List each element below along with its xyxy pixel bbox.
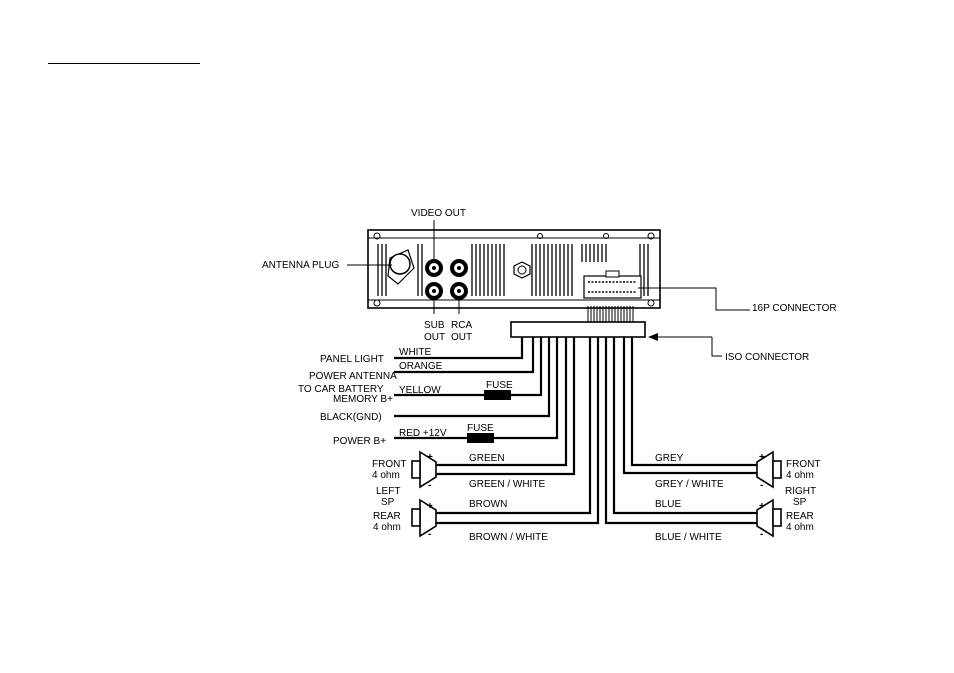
iso-connector-block: [510, 321, 646, 338]
grey-white-wire-label: GREY / WHITE: [655, 479, 724, 490]
power-antenna-label: POWER ANTENNA: [309, 371, 397, 382]
left-front-speaker-icon: [411, 450, 437, 489]
green-wire-label: GREEN: [469, 453, 505, 464]
memory-b-label: MEMORY B+: [333, 394, 393, 405]
harness-bundle: [587, 306, 634, 322]
fuse-label-1: FUSE: [486, 380, 513, 391]
plus-sign: +: [759, 452, 765, 463]
left-sp-label-1: LEFT: [376, 486, 400, 497]
right-rear-ohm: 4 ohm: [786, 522, 814, 533]
plus-sign: +: [759, 501, 765, 512]
orange-wire-label: ORANGE: [399, 361, 443, 372]
white-wire-label: WHITE: [399, 347, 432, 358]
right-front-speaker-icon: [756, 450, 782, 489]
right-rear-speaker-icon: [756, 498, 782, 538]
antenna-socket: [389, 253, 411, 275]
red-wire-label: RED +12V: [399, 428, 447, 439]
16p-connector-socket: [583, 270, 642, 299]
head-unit-rear-panel: [367, 229, 661, 309]
header-rule: [48, 63, 200, 64]
panel-light-label: PANEL LIGHT: [320, 354, 384, 365]
heatsink-fins: [377, 244, 649, 296]
screw-icon: [513, 261, 531, 279]
minus-sign: -: [428, 480, 431, 491]
blue-white-wire-label: BLUE / WHITE: [655, 532, 722, 543]
brown-wire-label: BROWN: [469, 499, 507, 510]
fuse-label-2: FUSE: [467, 423, 494, 434]
car-battery-label: TO CAR BATTERY: [298, 384, 384, 395]
right-wires: [604, 337, 757, 525]
minus-sign: -: [760, 529, 763, 540]
left-rear-label: REAR: [373, 511, 401, 522]
video-out-label: VIDEO OUT: [411, 208, 466, 219]
left-rear-speaker-icon: [411, 498, 437, 538]
rca-jacks: [425, 259, 468, 300]
sub-out-label-1: SUB: [424, 320, 445, 331]
fuse-memory: [484, 390, 511, 400]
green-white-wire-label: GREEN / WHITE: [469, 479, 545, 490]
sub-out-label-2: OUT: [424, 332, 445, 343]
left-rear-ohm: 4 ohm: [373, 522, 401, 533]
16p-connector-label: 16P CONNECTOR: [752, 303, 837, 314]
right-rear-label: REAR: [786, 511, 814, 522]
left-front-ohm: 4 ohm: [372, 470, 400, 481]
plus-sign: +: [427, 501, 433, 512]
left-wires: [394, 337, 600, 525]
plus-sign: +: [427, 452, 433, 463]
fuse-power: [467, 433, 494, 443]
right-sp-label-2: SP: [793, 497, 807, 508]
brown-white-wire-label: BROWN / WHITE: [469, 532, 548, 543]
antenna-plug-label: ANTENNA PLUG: [262, 260, 339, 271]
right-front-label: FRONT: [786, 459, 820, 470]
black-gnd-label: BLACK(GND): [320, 412, 382, 423]
minus-sign: -: [760, 480, 763, 491]
blue-wire-label: BLUE: [655, 499, 681, 510]
right-front-ohm: 4 ohm: [786, 470, 814, 481]
grey-wire-label: GREY: [655, 453, 684, 464]
rca-out-label-2: OUT: [451, 332, 472, 343]
power-b-label: POWER B+: [333, 436, 386, 447]
minus-sign: -: [428, 529, 431, 540]
iso-connector-label: ISO CONNECTOR: [725, 352, 809, 363]
rca-out-label-1: RCA: [451, 320, 472, 331]
left-sp-label-2: SP: [381, 497, 395, 508]
left-front-label: FRONT: [372, 459, 406, 470]
right-sp-label-1: RIGHT: [785, 486, 816, 497]
yellow-wire-label: YELLOW: [399, 385, 441, 396]
